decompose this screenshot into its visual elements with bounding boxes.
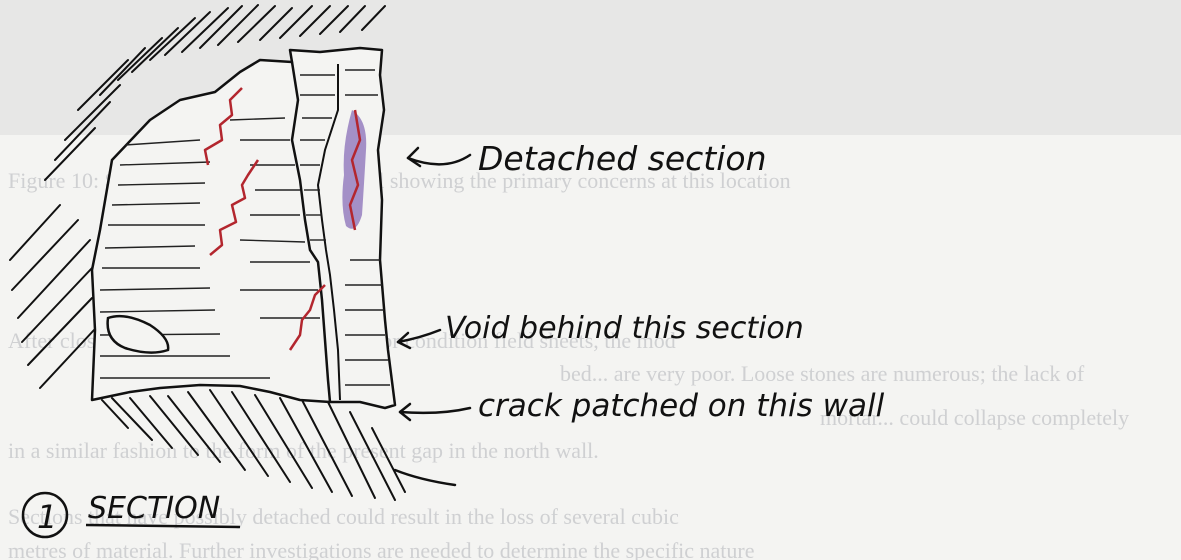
detached-section-label: Detached section: [478, 139, 767, 178]
section-number: 1: [37, 498, 57, 536]
crack-label: crack patched on this wall: [478, 388, 885, 424]
section-title: SECTION: [88, 491, 220, 526]
crack-arrow: [400, 408, 470, 413]
crack-leader: [395, 470, 455, 485]
void-label: Void behind this section: [445, 311, 804, 346]
